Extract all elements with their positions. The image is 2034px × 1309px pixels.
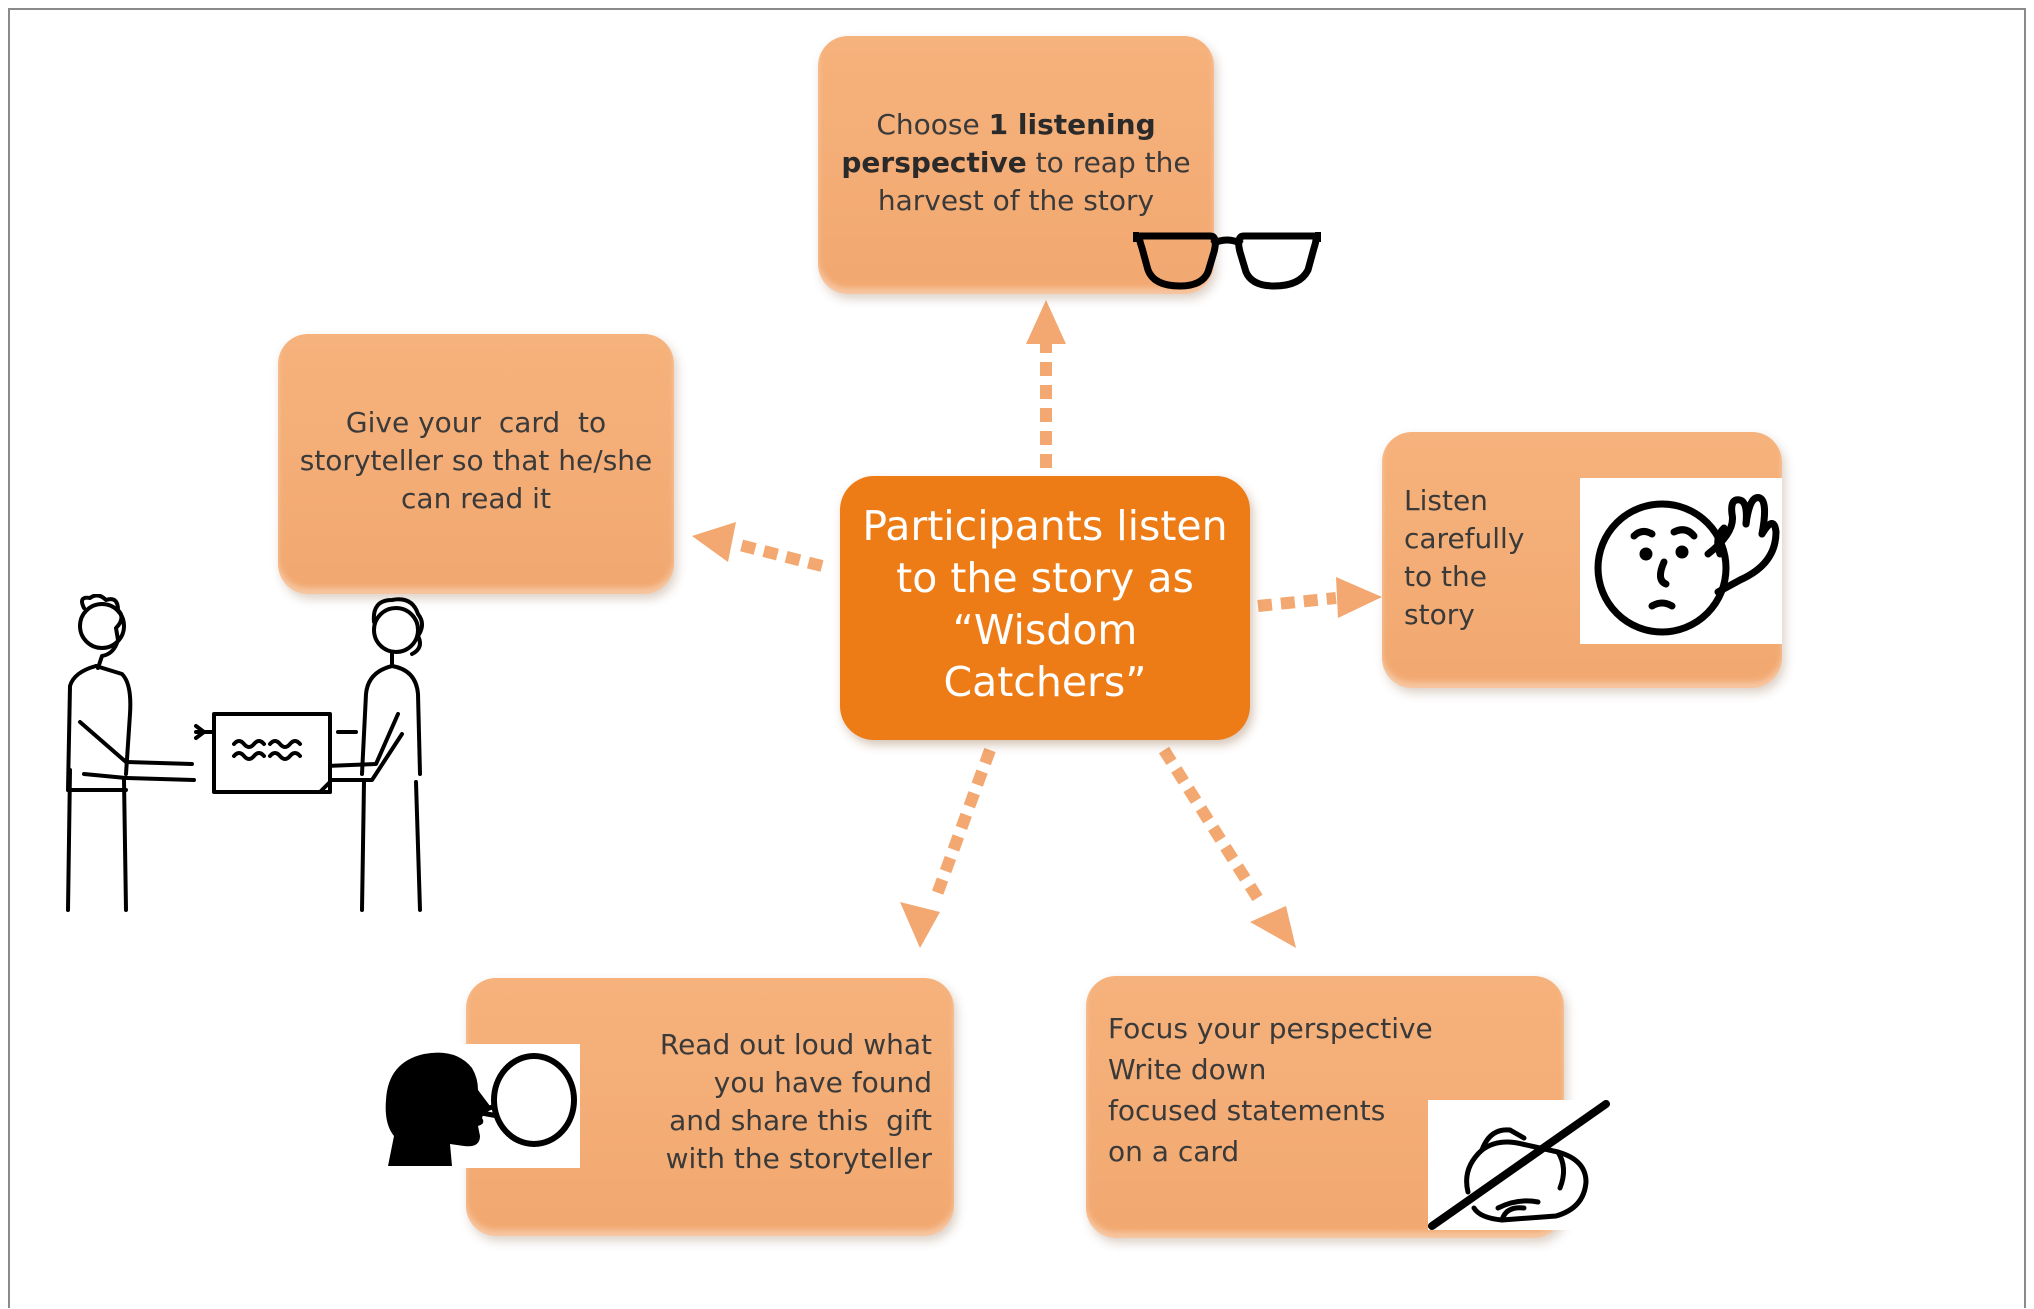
listen-carefully-text: Listen carefully to the story xyxy=(1404,484,1525,631)
arrow-to-left-shaft xyxy=(738,539,824,572)
arrow-to-left-head xyxy=(692,522,736,562)
writing-hand-icon xyxy=(1428,1100,1610,1230)
glasses-icon xyxy=(1133,232,1321,290)
arrow-to-right-head xyxy=(1336,577,1382,618)
speaking-head-icon xyxy=(385,1052,577,1166)
card-exchange-illustration xyxy=(66,594,424,912)
listening-face-icon xyxy=(1594,494,1780,636)
center-wisdom-catchers-box: Participants listen to the story as “Wis… xyxy=(840,476,1250,740)
read-out-loud-text: Read out loud what you have found and sh… xyxy=(659,1028,932,1175)
give-card-box: Give your card to storyteller so that he… xyxy=(278,334,674,594)
arrow-to-bottom-right-shaft xyxy=(1158,746,1268,909)
read-out-loud-box: Read out loud what you have found and sh… xyxy=(466,978,954,1236)
arrow-to-bottom-left-shaft xyxy=(929,747,996,903)
arrow-to-bottom-right-head xyxy=(1250,906,1296,948)
focus-perspective-text: Focus your perspective Write down focuse… xyxy=(1108,1012,1433,1168)
choose-perspective-text: Choose 1 listening perspective to reap t… xyxy=(841,108,1191,217)
arrow-to-top-head xyxy=(1026,300,1066,344)
give-card-text: Give your card to storyteller so that he… xyxy=(299,406,653,515)
arrow-to-right-shaft xyxy=(1257,592,1337,612)
choose-perspective-box: Choose 1 listening perspective to reap t… xyxy=(818,36,1214,294)
arrow-to-bottom-left-head xyxy=(900,902,940,948)
